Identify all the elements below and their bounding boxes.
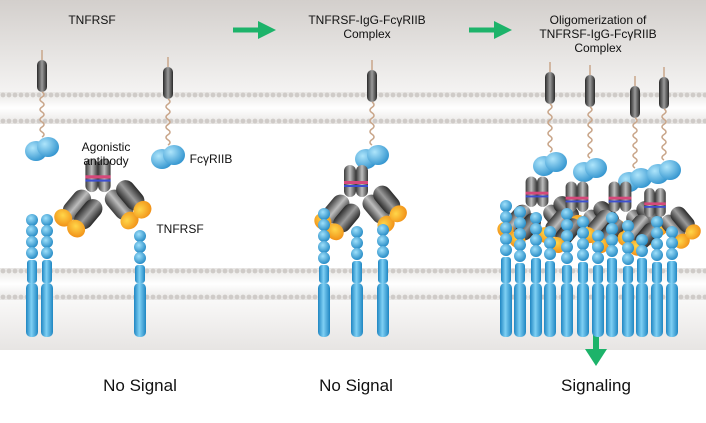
fcgriib-receptor-panel3-b — [573, 65, 607, 182]
fcgriib-label: FcγRIIB — [189, 152, 233, 166]
agonistic-label-line2: antibody — [83, 154, 129, 168]
tnfrsf-receptor-panel3-10 — [636, 234, 648, 337]
fcgriib-receptor-panel3-a — [533, 62, 567, 176]
fcgriib-receptor-panel1-a — [25, 50, 59, 161]
tnfrsf-receptor-panel2-a — [318, 208, 330, 337]
tnfrsf-receptor-panel2-c — [377, 224, 389, 337]
tnfrsf-receptor-panel1-a — [26, 214, 38, 337]
fcgriib-receptor-panel2 — [355, 60, 389, 169]
tnfrsf-receptor-panel3-8 — [606, 212, 618, 337]
tnfrsf-receptor-panel1-c — [134, 230, 146, 337]
upper-membrane — [0, 92, 706, 124]
tnfrsf-receptor-panel3-12 — [666, 226, 678, 337]
agonistic-antibody-label: Agonistic antibody — [72, 140, 140, 168]
tnfrsf-receptor-panel3-4 — [544, 226, 556, 337]
tnfrsf-receptor-panel3-9 — [622, 220, 634, 337]
molecules-layer — [25, 50, 701, 337]
tnfrsf-receptor-panel3-1 — [500, 200, 512, 337]
agonistic-antibody-panel1 — [54, 158, 152, 238]
tnfrsf-receptor-label: TNFRSF — [156, 222, 204, 236]
tnfrsf-receptor-panel2-b — [351, 226, 363, 337]
fcgriib-receptor-panel1-b — [151, 57, 185, 169]
tnfrsf-receptor-panel1-b — [41, 214, 53, 337]
outcome-panel2: No Signal — [319, 376, 393, 395]
panel3-title-line1: Oligomerization of — [549, 13, 647, 27]
fcgriib-receptor-panel3-d — [647, 67, 681, 184]
panel3-title-line2: TNFRSF-IgG-FcγRIIB — [539, 27, 657, 41]
panel2-title-line1: TNFRSF-IgG-FcγRIIB — [308, 13, 426, 27]
panel1-title: TNFRSF — [68, 13, 116, 27]
tnfrsf-receptor-panel3-5 — [561, 208, 573, 337]
panel2-title: TNFRSF-IgG-FcγRIIB Complex — [292, 13, 442, 41]
agonistic-label-line1: Agonistic — [81, 140, 131, 154]
tnfrsf-receptor-panel3-2 — [514, 206, 526, 337]
tnfrsf-receptor-panel3-11 — [651, 216, 663, 337]
panel2-title-line2: Complex — [343, 27, 391, 41]
outcome-panel3: Signaling — [561, 376, 631, 395]
outcome-panel1: No Signal — [103, 376, 177, 395]
antibody-complex-panel2 — [314, 165, 407, 241]
arrow-1 — [233, 21, 276, 39]
tnfrsf-receptor-panel3-6 — [577, 216, 589, 337]
arrow-2 — [469, 21, 512, 39]
tnfrsf-receptor-panel3-7 — [592, 230, 604, 337]
tnfrsf-receptor-panel3-3 — [530, 212, 542, 337]
panel3-title-line3: Complex — [574, 41, 622, 55]
panel3-title: Oligomerization of TNFRSF-IgG-FcγRIIB Co… — [523, 13, 673, 55]
